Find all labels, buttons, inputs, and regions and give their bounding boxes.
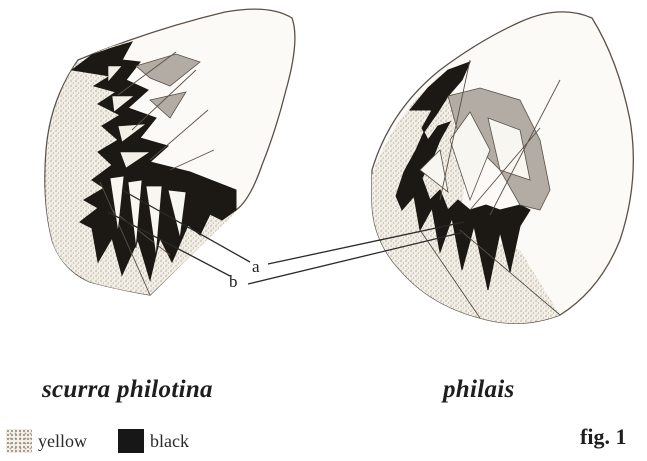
legend-black-label: black (150, 431, 189, 452)
label-a: a (252, 257, 260, 276)
legend-black: black (118, 429, 189, 453)
left-wing (45, 9, 295, 295)
figure-label: fig. 1 (580, 424, 626, 450)
legend-yellow-label: yellow (38, 431, 87, 452)
legend-yellow: yellow (6, 429, 87, 453)
right-wing (372, 12, 633, 323)
black-swatch (118, 429, 144, 453)
species-label-left: scurra philotina (42, 376, 213, 404)
yellow-swatch (6, 429, 32, 453)
species-label-right: philais (443, 376, 515, 404)
label-b: b (229, 272, 238, 291)
